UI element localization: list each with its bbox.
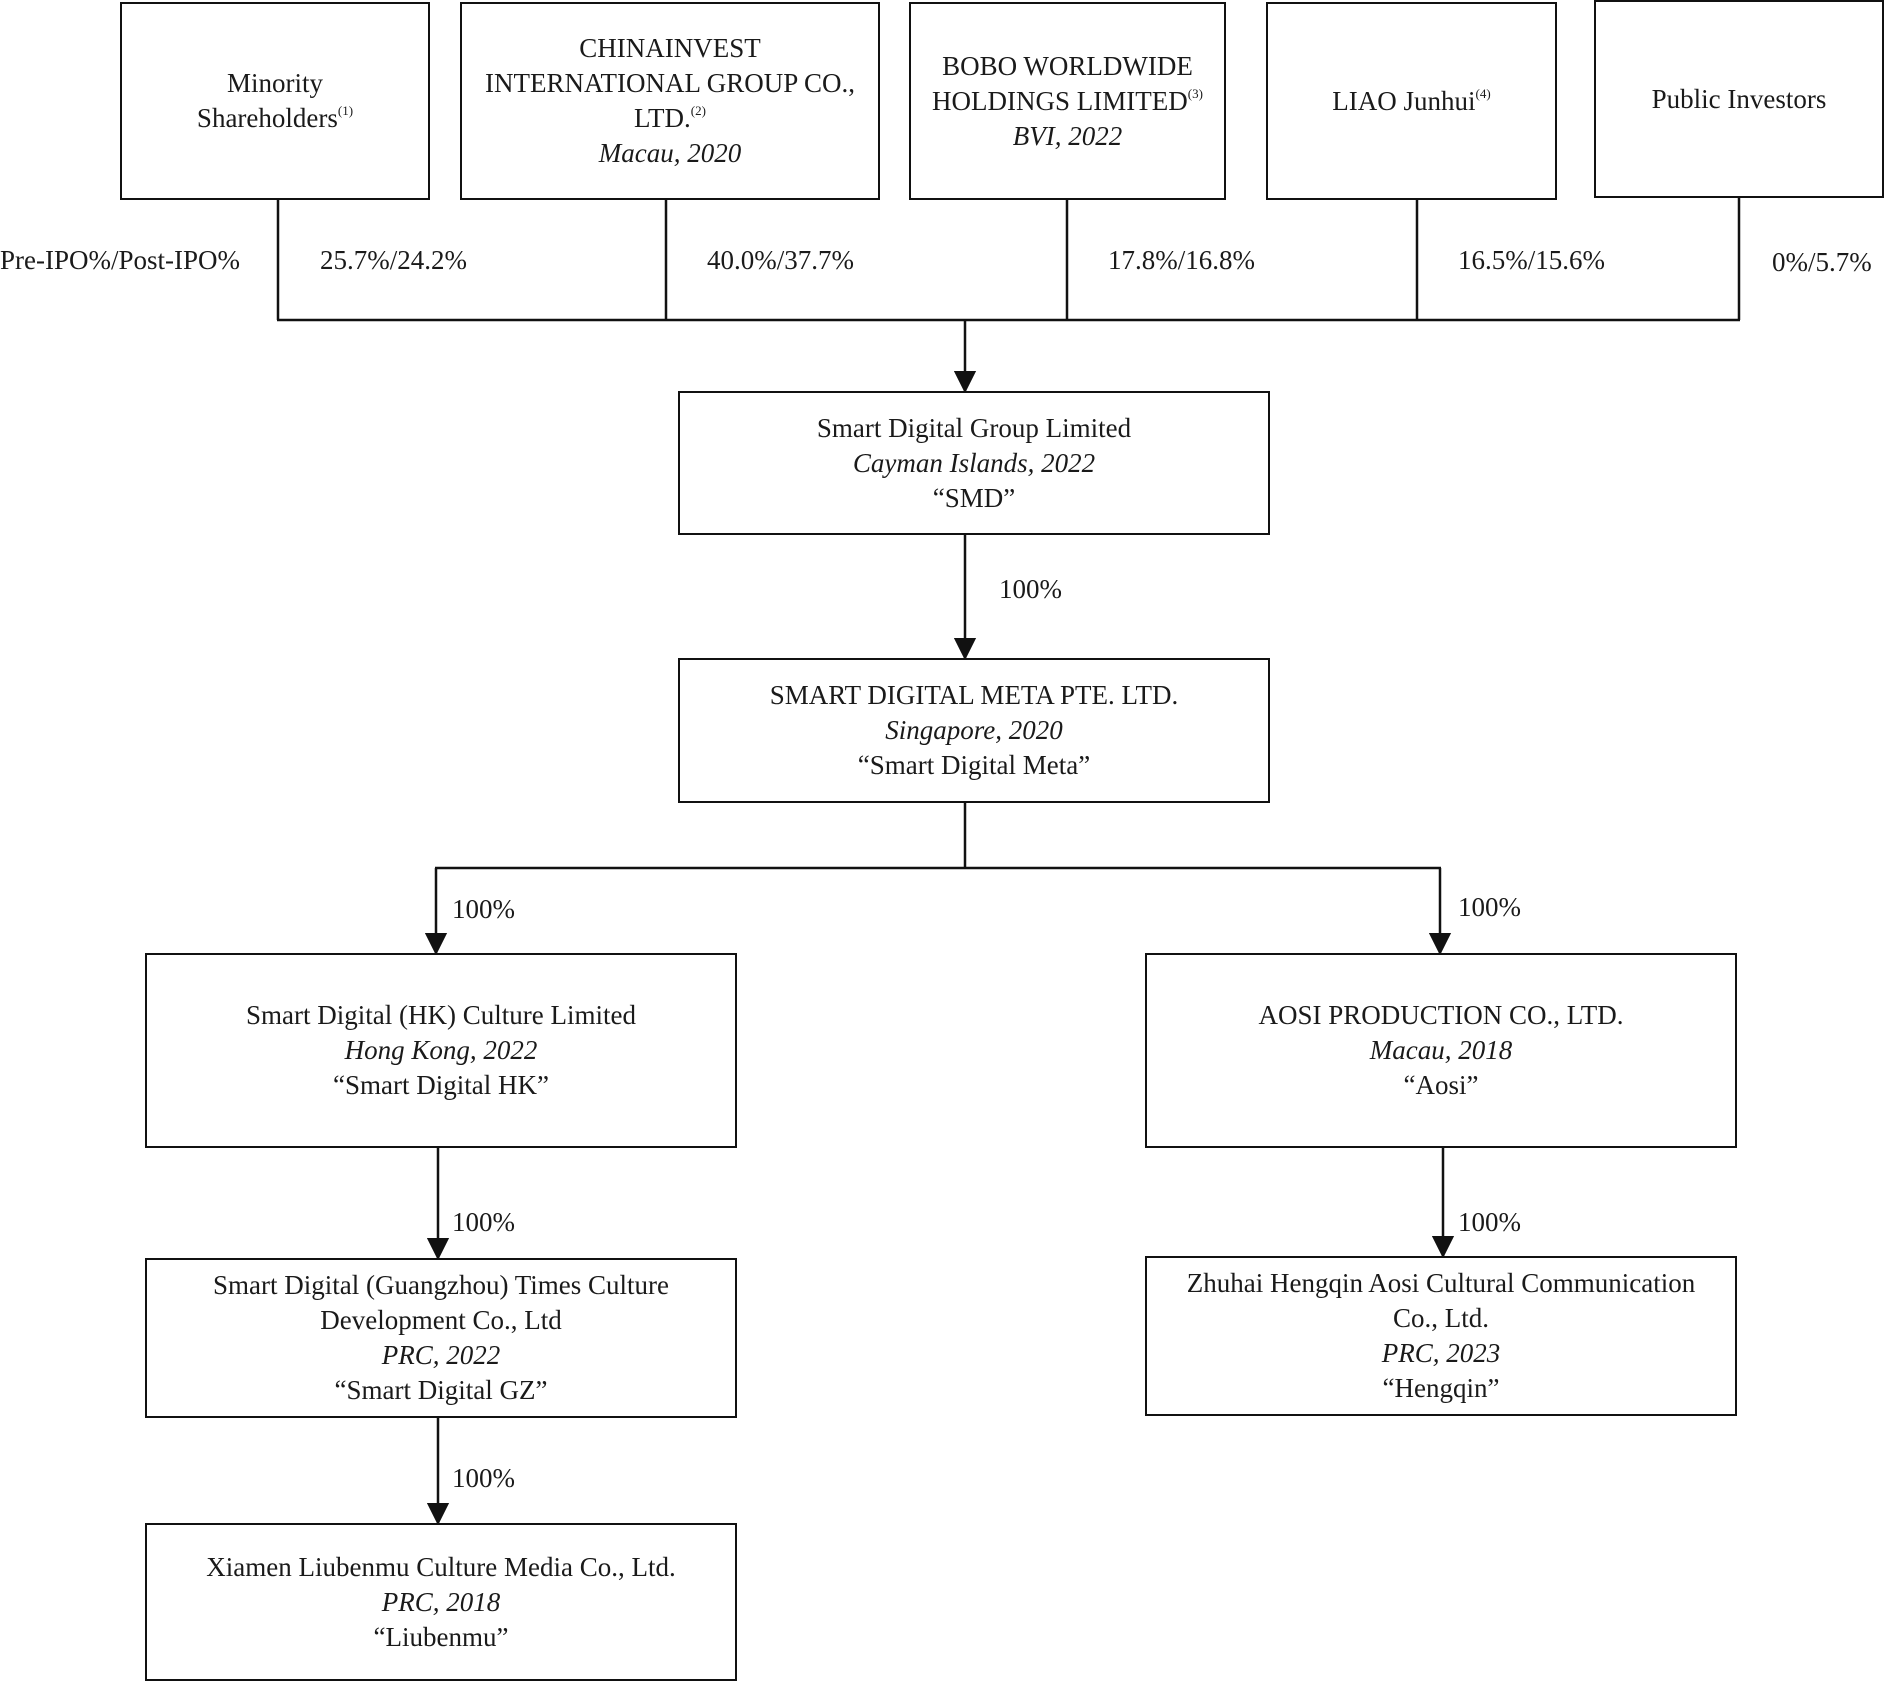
ownership-chinainvest: 40.0%/37.7% [707, 245, 854, 275]
hengqin-short-name: “Hengqin” [1382, 1373, 1500, 1403]
hk-jurisdiction: Hong Kong, 2022 [344, 1035, 538, 1065]
edge-label-gz-liubenmu: 100% [452, 1463, 515, 1493]
edge-label-hk-gz: 100% [452, 1207, 515, 1237]
shareholder-liao-box: LIAO Junhui(4) [1266, 2, 1557, 200]
chinainvest-line3: LTD. [634, 103, 691, 133]
meta-jurisdiction: Singapore, 2020 [885, 715, 1063, 745]
edge-label-smd-meta: 100% [999, 574, 1062, 604]
smd-jurisdiction: Cayman Islands, 2022 [852, 447, 1096, 478]
edge-label-meta-hk: 100% [452, 894, 515, 924]
ownership-bobo: 17.8%/16.8% [1108, 245, 1255, 275]
chinainvest-jurisdiction: Macau, 2020 [598, 138, 742, 168]
hk-short-name: “Smart Digital HK” [333, 1070, 549, 1100]
liubenmu-jurisdiction: PRC, 2018 [381, 1586, 501, 1617]
shareholder-chinainvest-box: CHINAINVEST INTERNATIONAL GROUP CO., LTD… [460, 2, 880, 200]
minority-line1: Minority [226, 68, 323, 98]
hk-name: Smart Digital (HK) Culture Limited [246, 1000, 636, 1030]
entity-smd-box: Smart Digital Group Limited Cayman Islan… [678, 391, 1270, 535]
edge-label-aosi-hengqin: 100% [1458, 1207, 1521, 1237]
aosi-short-name: “Aosi” [1403, 1070, 1479, 1100]
liubenmu-short-name: “Liubenmu” [373, 1621, 509, 1652]
chinainvest-footnote: (2) [690, 103, 706, 118]
hengqin-name-line1: Zhuhai Hengqin Aosi Cultural Communicati… [1186, 1268, 1696, 1298]
entity-aosi-box: AOSI PRODUCTION CO., LTD. Macau, 2018 “A… [1145, 953, 1737, 1148]
minority-line2: Shareholders [196, 103, 338, 133]
entity-meta-box: SMART DIGITAL META PTE. LTD. Singapore, … [678, 658, 1270, 803]
entity-hk-box: Smart Digital (HK) Culture Limited Hong … [145, 953, 737, 1148]
liao-name: LIAO Junhui [1332, 85, 1476, 116]
ownership-minority: 25.7%/24.2% [320, 245, 467, 275]
ownership-public: 0%/5.7% [1772, 247, 1872, 277]
aosi-jurisdiction: Macau, 2018 [1369, 1035, 1513, 1065]
bobo-line2-wrap: HOLDINGS LIMITED(3) [932, 84, 1203, 119]
chinainvest-line1: CHINAINVEST [579, 33, 761, 63]
bobo-footnote: (3) [1187, 85, 1203, 101]
bobo-jurisdiction: BVI, 2022 [1012, 120, 1123, 151]
smd-short-name: “SMD” [932, 482, 1016, 513]
aosi-name: AOSI PRODUCTION CO., LTD. [1258, 1000, 1624, 1030]
gz-name-line1: Smart Digital (Guangzhou) Times Culture [213, 1270, 669, 1300]
bobo-line1: BOBO WORLDWIDE [942, 50, 1193, 81]
shareholder-public-box: Public Investors [1594, 0, 1884, 198]
chinainvest-line2: INTERNATIONAL GROUP CO., [485, 68, 855, 98]
chinainvest-line3-wrap: LTD.(2) [634, 101, 706, 136]
ownership-liao: 16.5%/15.6% [1458, 245, 1605, 275]
gz-short-name: “Smart Digital GZ” [334, 1375, 548, 1405]
meta-short-name: “Smart Digital Meta” [857, 750, 1091, 780]
edge-label-meta-aosi: 100% [1458, 892, 1521, 922]
liao-footnote: (4) [1475, 85, 1491, 101]
entity-liubenmu-box: Xiamen Liubenmu Culture Media Co., Ltd. … [145, 1523, 737, 1681]
entity-hengqin-box: Zhuhai Hengqin Aosi Cultural Communicati… [1145, 1256, 1737, 1416]
meta-name: SMART DIGITAL META PTE. LTD. [769, 680, 1179, 710]
gz-name-line2: Development Co., Ltd [320, 1305, 562, 1335]
minority-line2-wrap: Shareholders(1) [197, 101, 353, 136]
gz-jurisdiction: PRC, 2022 [381, 1340, 501, 1370]
ownership-row-label: Pre-IPO%/Post-IPO% [0, 245, 240, 275]
public-name: Public Investors [1651, 83, 1827, 114]
hengqin-jurisdiction: PRC, 2023 [1381, 1338, 1501, 1368]
liubenmu-name: Xiamen Liubenmu Culture Media Co., Ltd. [206, 1551, 676, 1582]
liao-name-wrap: LIAO Junhui(4) [1332, 84, 1490, 119]
minority-footnote: (1) [337, 103, 354, 118]
smd-name: Smart Digital Group Limited [816, 412, 1132, 443]
shareholder-minority-box: Minority Shareholders(1) [120, 2, 430, 200]
shareholder-bobo-box: BOBO WORLDWIDE HOLDINGS LIMITED(3) BVI, … [909, 2, 1226, 200]
hengqin-name-line2: Co., Ltd. [1392, 1303, 1489, 1333]
entity-gz-box: Smart Digital (Guangzhou) Times Culture … [145, 1258, 737, 1418]
bobo-line2: HOLDINGS LIMITED [932, 85, 1188, 116]
